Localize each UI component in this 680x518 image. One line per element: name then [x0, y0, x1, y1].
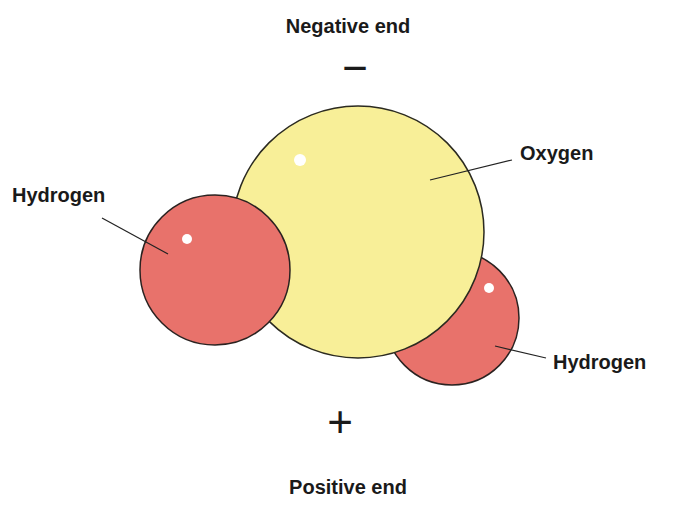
charge-sign: −	[342, 46, 368, 90]
leader-line	[430, 160, 512, 180]
pole-label: Positive end	[289, 476, 407, 498]
pole-label: Negative end	[286, 15, 410, 37]
part-name: Hydrogen	[553, 351, 646, 373]
leader-line	[102, 218, 168, 254]
hydrogen-atom	[140, 195, 290, 345]
highlight-dot	[182, 234, 192, 244]
highlight-dot	[294, 154, 306, 166]
charge-sign: +	[327, 400, 353, 444]
part-name: Hydrogen	[12, 184, 105, 206]
highlight-dot	[484, 283, 494, 293]
part-name: Oxygen	[520, 142, 593, 164]
leader-line	[495, 346, 546, 358]
